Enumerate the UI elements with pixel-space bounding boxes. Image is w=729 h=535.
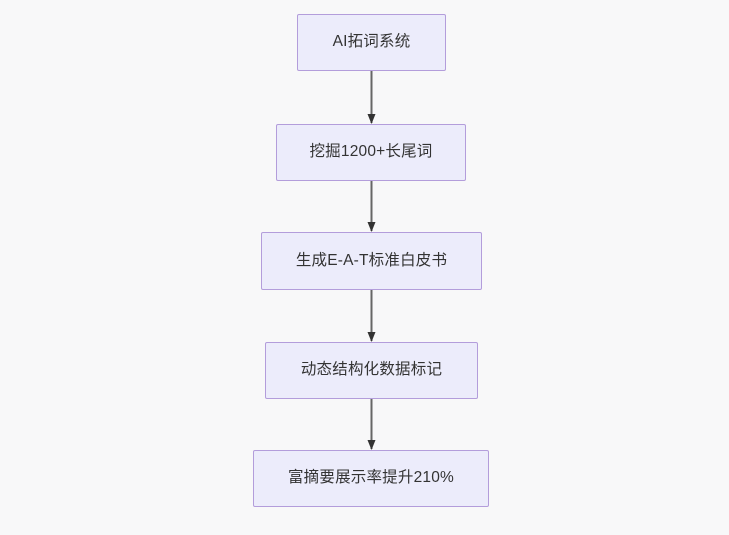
flow-node-label: 动态结构化数据标记	[300, 361, 443, 379]
flow-node-ai-keyword-system[interactable]: AI拓词系统	[297, 14, 446, 71]
flow-node-generate-eat-whitepaper[interactable]: 生成E-A-T标准白皮书	[261, 232, 482, 290]
flow-node-label: 生成E-A-T标准白皮书	[295, 251, 448, 269]
flow-node-rich-snippet-impression-lift[interactable]: 富摘要展示率提升210%	[253, 450, 489, 507]
flow-node-mine-longtail-keywords[interactable]: 挖掘1200+长尾词	[276, 124, 466, 181]
flow-node-dynamic-structured-data-markup[interactable]: 动态结构化数据标记	[265, 342, 478, 399]
flow-node-label: 挖掘1200+长尾词	[309, 143, 433, 161]
flow-node-label: AI拓词系统	[332, 33, 411, 51]
flow-node-label: 富摘要展示率提升210%	[287, 469, 455, 487]
